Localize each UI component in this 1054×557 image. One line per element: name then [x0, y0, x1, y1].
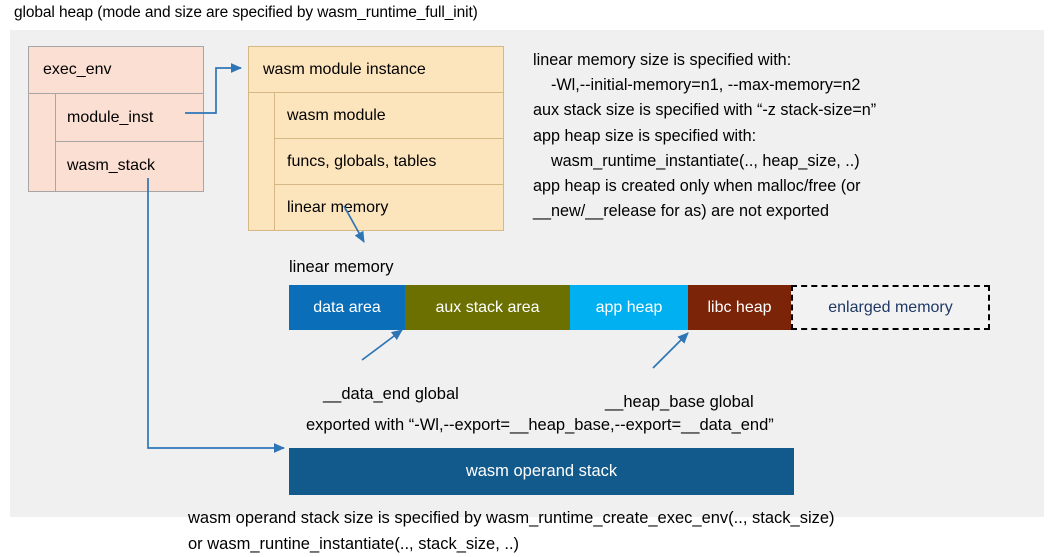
- exec-env-row-module-inst: module_inst: [56, 94, 203, 142]
- wmi-row-wasm-module: wasm module: [275, 93, 503, 139]
- memory-segment-aux-stack-area: aux stack area: [405, 285, 570, 330]
- annotation-exported-with: exported with “-Wl,--export=__heap_base,…: [306, 416, 774, 434]
- wasm-module-instance-header: wasm module instance: [249, 47, 503, 93]
- exec-env-row-wasm-stack: wasm_stack: [67, 157, 156, 174]
- wasm-module-instance-box: wasm module instance wasm module funcs, …: [248, 46, 504, 231]
- wasm-operand-stack-bar: wasm operand stack: [289, 448, 794, 495]
- exec-env-gutter: [29, 94, 56, 191]
- memory-segment-data-area: data area: [289, 285, 405, 330]
- operand-stack-note: wasm operand stack size is specified by …: [188, 509, 835, 553]
- diagram-panel: exec_env module_inst wasm_stack wasm mod…: [10, 30, 1044, 553]
- annotation-heap-base: __heap_base global: [605, 393, 754, 411]
- memory-segment-libc-heap: libc heap: [688, 285, 791, 330]
- wasm-module-instance-gutter: [249, 93, 275, 230]
- linear-memory-note: linear memory size is specified with: -W…: [533, 51, 877, 221]
- wmi-row-funcs-globals-tables: funcs, globals, tables: [275, 139, 503, 185]
- memory-segment-app-heap: app heap: [570, 285, 688, 330]
- annotation-data-end: __data_end global: [323, 385, 459, 403]
- exec-env-box: exec_env module_inst wasm_stack: [28, 46, 204, 192]
- page-title: global heap (mode and size are specified…: [14, 4, 478, 21]
- wmi-row-linear-memory: linear memory: [287, 199, 389, 216]
- linear-memory-label: linear memory: [289, 258, 394, 276]
- memory-segment-enlarged-memory: enlarged memory: [791, 285, 990, 330]
- exec-env-header: exec_env: [29, 47, 203, 94]
